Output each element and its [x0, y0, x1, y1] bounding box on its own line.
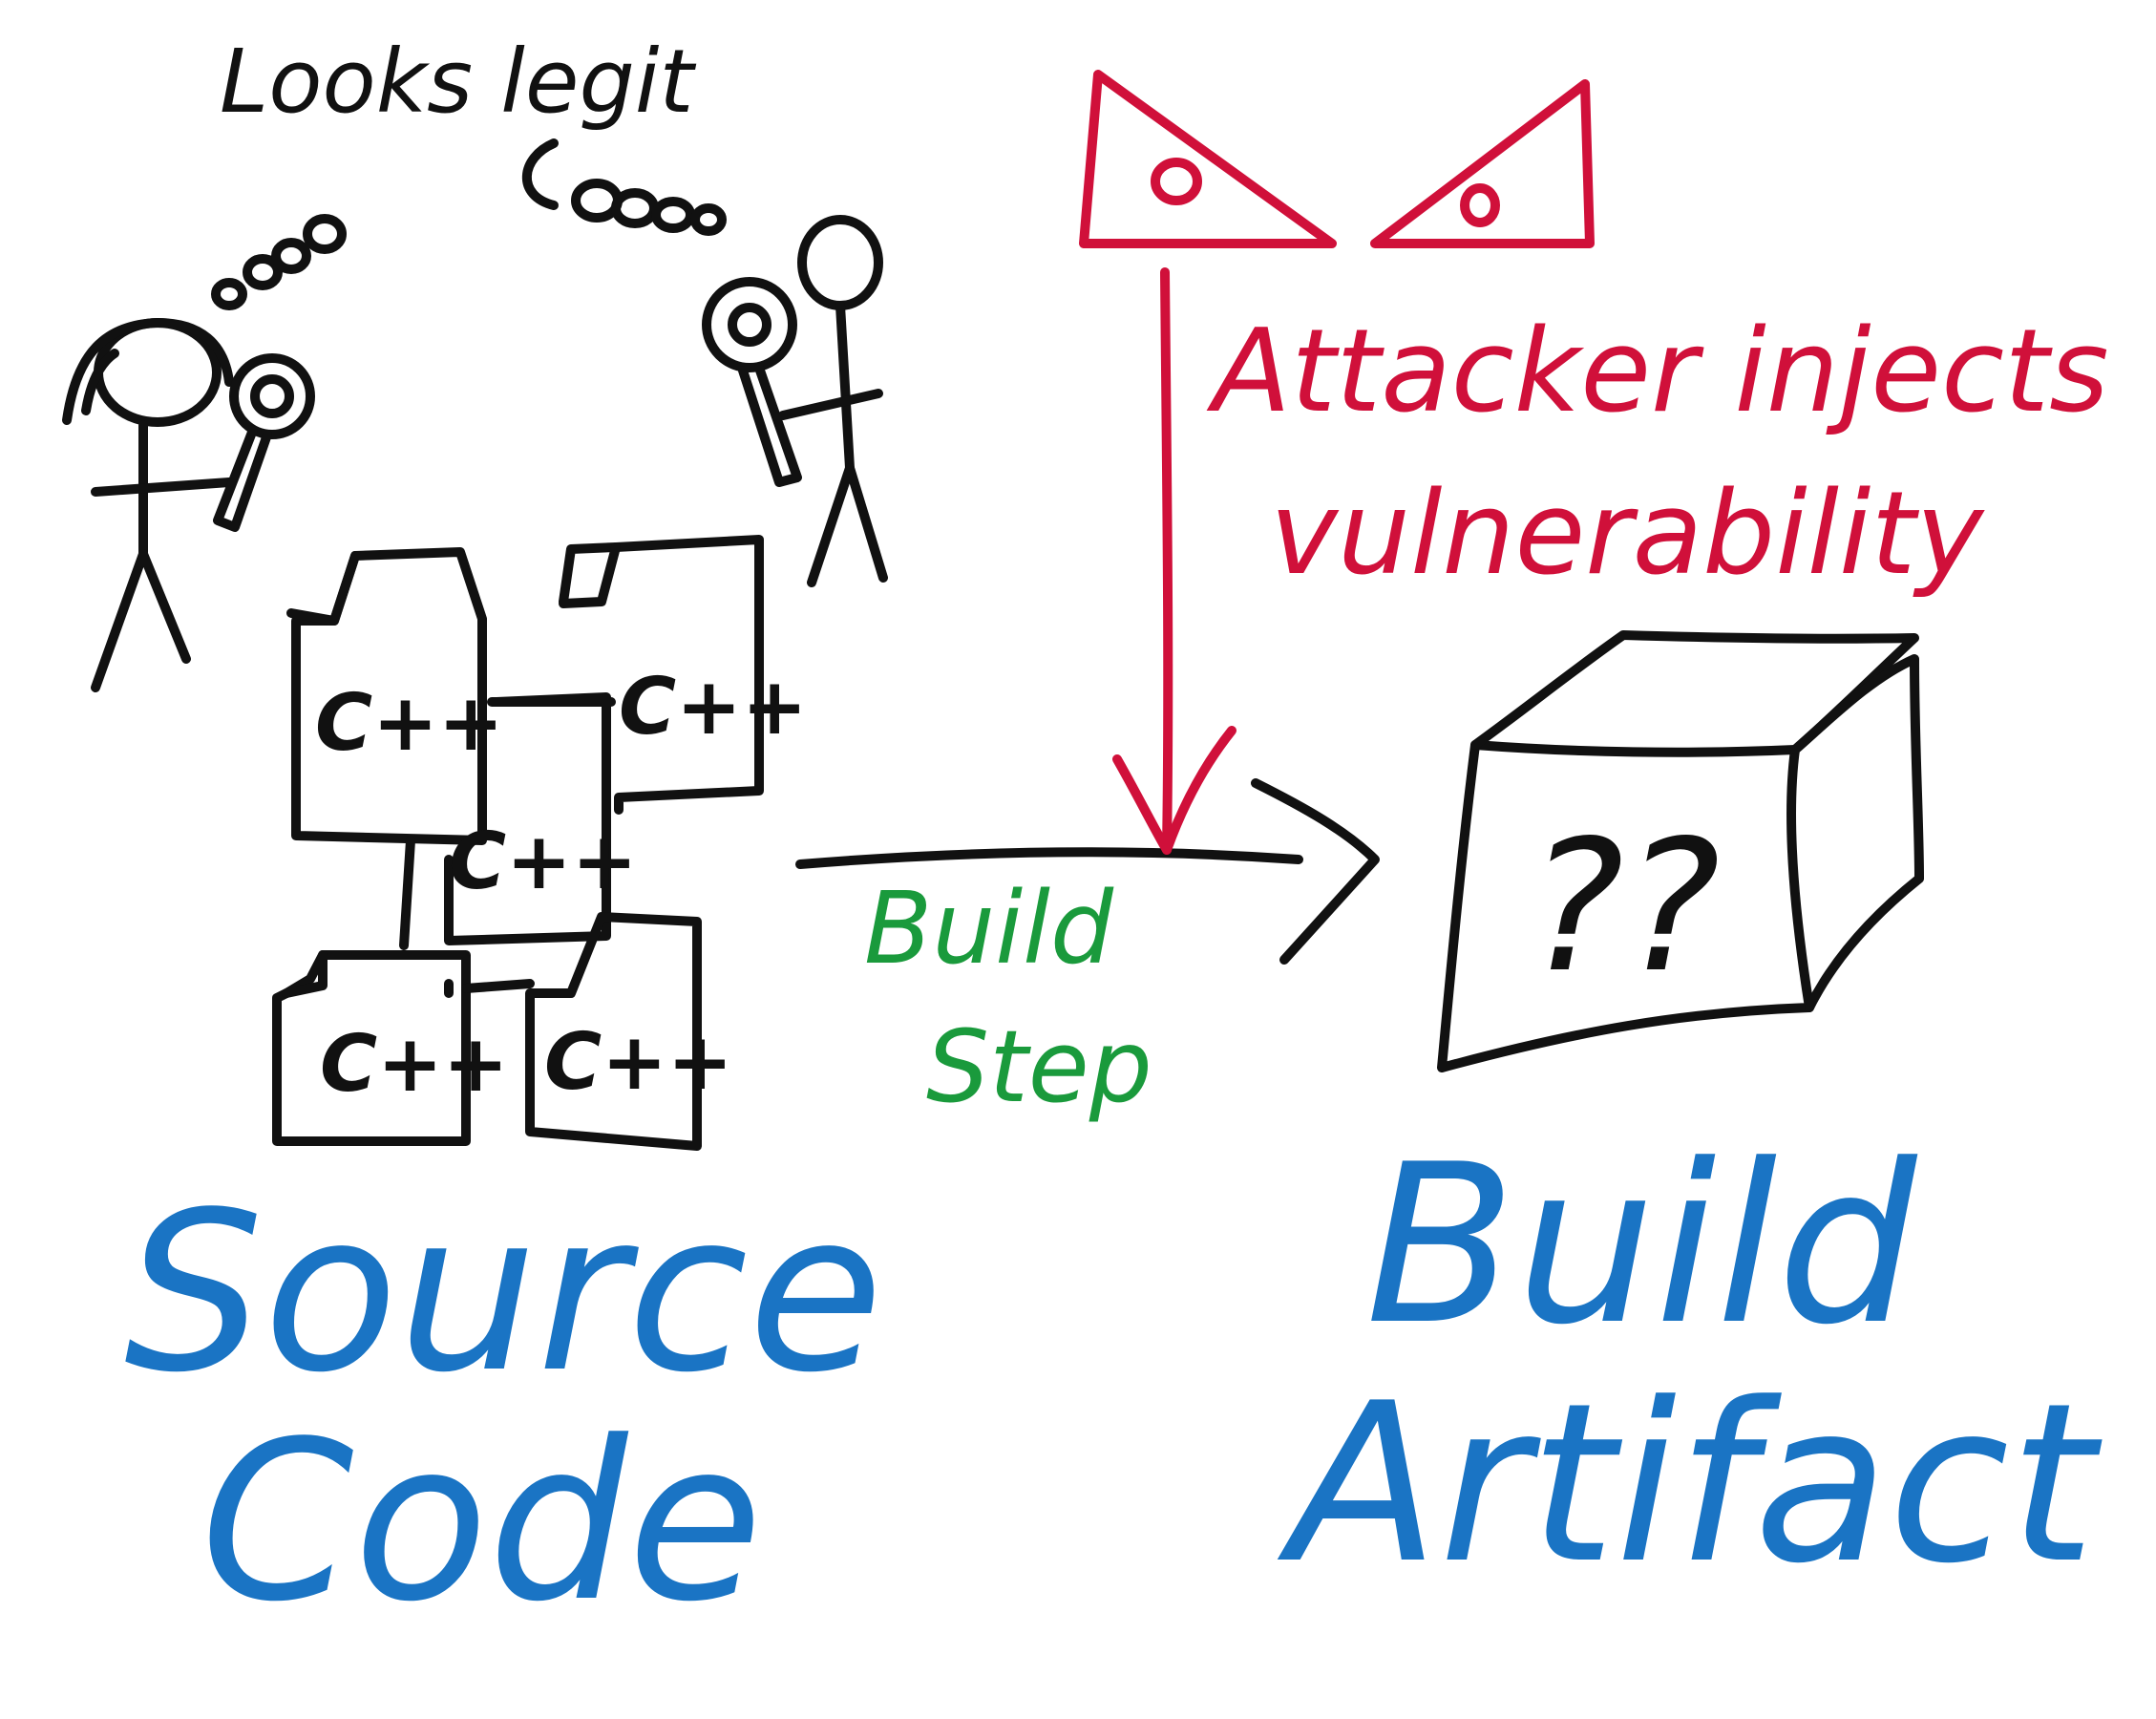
build-arrow-head: [1251, 778, 1380, 965]
evil-eye-right: [1370, 79, 1595, 248]
evil-eye-right-pupil: [1460, 183, 1500, 227]
reviewer-right-arms: [778, 389, 883, 420]
cpp-file-4: C++: [272, 950, 509, 1146]
cpp-file-1-label: C++: [315, 678, 504, 769]
injection-arrow-head: [1112, 726, 1237, 855]
box-front-face: [1437, 740, 1814, 1072]
cpp-file-icons: C++ C++ C++ C++ C++: [272, 535, 808, 1151]
evil-eyes-icon: [1079, 70, 1595, 248]
build-artifact-label-line2: Artifact: [1289, 1357, 2096, 1612]
cpp-file-5-label: C++: [544, 1017, 733, 1108]
reviewer-left-legs: [91, 549, 191, 692]
evil-eye-left-pupil: [1151, 158, 1202, 205]
reviewer-right-figure: [778, 215, 888, 587]
cpp-file-3: C++: [444, 692, 638, 945]
cpp-file-5: C++: [525, 912, 733, 1151]
box-icon: [1437, 630, 1924, 1072]
attacker-injection-arrow: [1112, 267, 1237, 855]
reviewer-right-head: [797, 215, 883, 310]
cpp-file-2-label: C++: [619, 662, 808, 753]
reviewer-left-arms: [91, 478, 234, 497]
source-code-label-line2: Code: [201, 1395, 763, 1650]
reviewer-left-hair: [62, 318, 234, 425]
cpp-file-1: C++: [286, 547, 504, 845]
build-artifact-label-line1: Build: [1365, 1118, 1917, 1373]
cpp-file-3-label: C++: [449, 817, 638, 907]
thought-text: Looks legit: [220, 31, 694, 133]
cpp-file-2: C++: [559, 535, 808, 815]
evil-eye-left: [1079, 70, 1337, 248]
build-arrow-shaft: [795, 847, 1303, 869]
cpp-file-4-label: C++: [320, 1019, 509, 1110]
magnifier-right-icon: [702, 277, 802, 487]
reviewer-left-figure: [62, 318, 234, 692]
build-step-arrow: [795, 778, 1380, 965]
box-contents: ??: [1528, 801, 1721, 1012]
build-step-label-line1: Build: [864, 870, 1114, 987]
thought-bubble-icon: [211, 138, 727, 310]
attacker-label-line2: vulnerability: [1270, 468, 1984, 601]
build-step-label-line2: Step: [926, 1008, 1152, 1125]
reviewer-right-legs: [807, 463, 888, 587]
magnifier-left-icon: [213, 353, 315, 532]
box-top-face: [1470, 630, 1919, 754]
source-code-label-line1: Source: [124, 1166, 884, 1421]
attacker-label-line1: Attacker injects: [1213, 306, 2109, 438]
box-side-face: [1790, 654, 1924, 1012]
reviewer-right-body: [835, 301, 855, 473]
injection-arrow-shaft: [1160, 267, 1173, 855]
file-connector-lines: [399, 697, 616, 998]
